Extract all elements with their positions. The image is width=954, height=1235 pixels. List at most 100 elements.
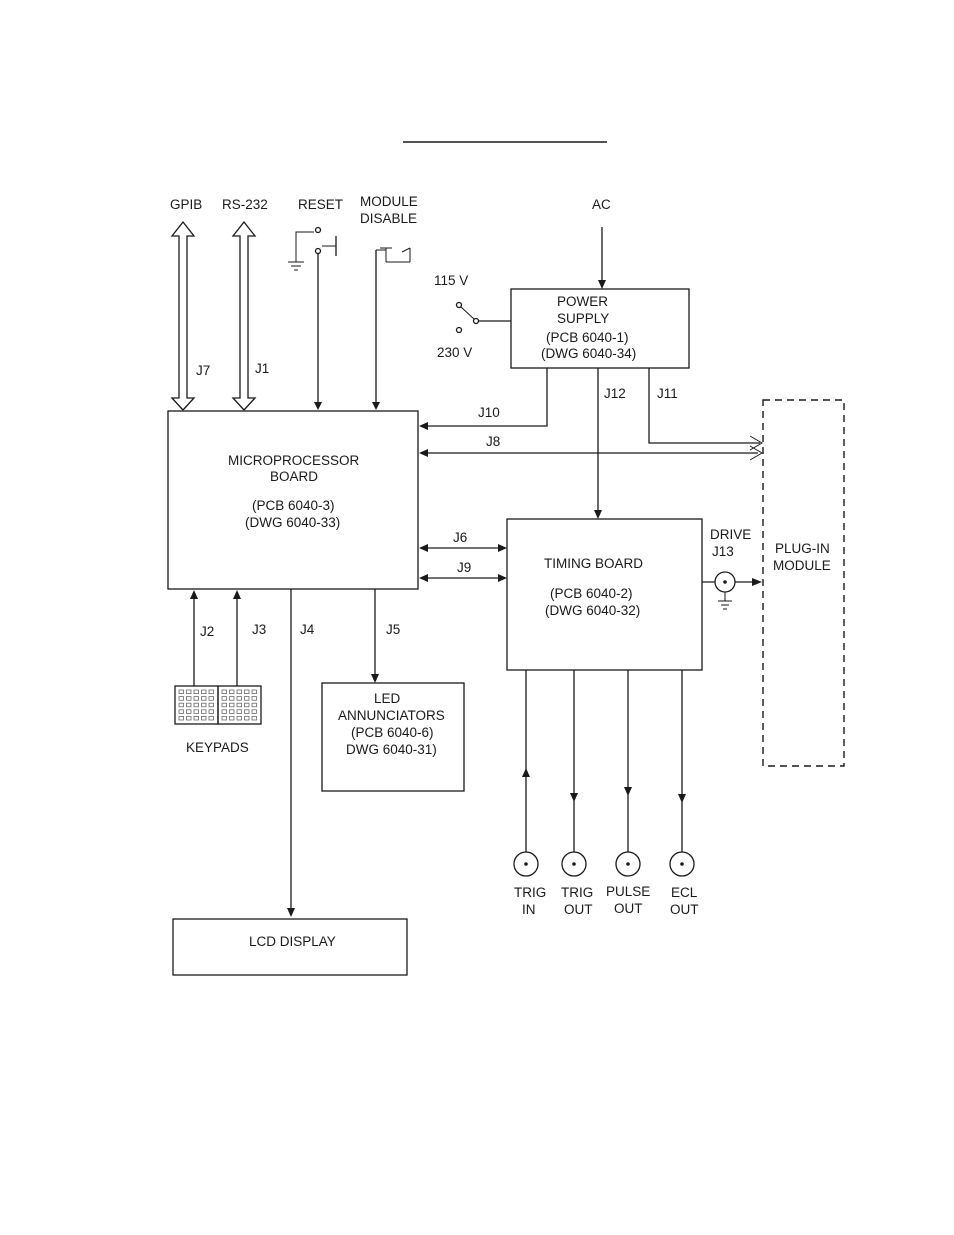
j9-label: J9 bbox=[457, 560, 471, 575]
keypad-key bbox=[186, 689, 192, 694]
reset-label: RESET bbox=[298, 197, 343, 212]
keypad-key bbox=[251, 689, 257, 694]
power-supply-box bbox=[510, 288, 690, 369]
keypad-key bbox=[178, 689, 184, 694]
keypad-key bbox=[186, 696, 192, 701]
j1-label: J1 bbox=[255, 361, 269, 376]
j8-arrow-right bbox=[749, 445, 763, 461]
v115-label: 115 V bbox=[434, 273, 468, 288]
keypad-key bbox=[186, 716, 192, 721]
keypad-key bbox=[201, 716, 207, 721]
j6-label: J6 bbox=[453, 530, 467, 545]
module-disable-label-1: MODULE bbox=[360, 194, 418, 209]
rs232-label: RS-232 bbox=[222, 197, 268, 212]
drive-label: DRIVE bbox=[710, 527, 751, 542]
trig-out-label-1: TRIG bbox=[561, 885, 593, 900]
module-disable-label-2: DISABLE bbox=[360, 211, 417, 226]
keypad-key bbox=[229, 696, 235, 701]
keypad-key bbox=[244, 709, 250, 714]
keypad-key bbox=[229, 702, 235, 708]
keypad-key bbox=[208, 689, 214, 694]
microprocessor-board-box bbox=[167, 410, 419, 590]
keypad-key bbox=[251, 709, 257, 714]
keypad-key bbox=[221, 716, 227, 721]
keypad-key bbox=[193, 702, 199, 708]
keypad-key bbox=[244, 689, 250, 694]
keypad-key bbox=[236, 689, 242, 694]
keypad-key bbox=[244, 696, 250, 701]
timing-line-3: (DWG 6040-32) bbox=[545, 603, 640, 618]
lcd-label: LCD DISPLAY bbox=[249, 934, 336, 949]
j5-label: J5 bbox=[386, 622, 400, 637]
j13-label: J13 bbox=[712, 544, 734, 559]
v230-label: 230 V bbox=[437, 345, 472, 360]
pulse-out-label-1: PULSE bbox=[606, 884, 650, 899]
reset-switch bbox=[288, 226, 337, 410]
ecl-out-label-2: OUT bbox=[670, 902, 699, 917]
j2-label: J2 bbox=[200, 624, 214, 639]
pulse-out-label-2: OUT bbox=[614, 901, 643, 916]
keypads-icon bbox=[174, 685, 262, 725]
keypad-key bbox=[244, 702, 250, 708]
plugin-module-box bbox=[762, 399, 845, 767]
keypad-key bbox=[221, 696, 227, 701]
trig-out-connector bbox=[561, 670, 587, 877]
keypad-key bbox=[251, 702, 257, 708]
keypad-key bbox=[186, 702, 192, 708]
led-annunciators-box bbox=[321, 682, 465, 792]
rs232-bus bbox=[231, 220, 257, 411]
keypad-key bbox=[178, 709, 184, 714]
j11-line bbox=[648, 368, 760, 444]
microprocessor-line-4: (DWG 6040-33) bbox=[245, 515, 340, 530]
power-supply-line-2: SUPPLY bbox=[557, 311, 609, 326]
j7-label: J7 bbox=[196, 363, 210, 378]
trig-in-label-2: IN bbox=[522, 902, 536, 917]
j8-label: J8 bbox=[486, 434, 500, 449]
pulse-out-connector bbox=[615, 670, 641, 877]
keypad-key bbox=[236, 716, 242, 721]
led-line-3: (PCB 6040-6) bbox=[351, 725, 434, 740]
keypad-key bbox=[251, 716, 257, 721]
j4-arrow bbox=[287, 908, 295, 917]
trig-in-connector bbox=[513, 670, 539, 877]
microprocessor-line-2: BOARD bbox=[270, 469, 318, 484]
j3-arrow bbox=[233, 590, 241, 599]
module-disable-switch bbox=[372, 247, 411, 410]
timing-board-box bbox=[506, 518, 703, 671]
j3-label: J3 bbox=[252, 622, 266, 637]
j12-label: J12 bbox=[604, 386, 626, 401]
j8-arrow-left bbox=[419, 449, 428, 457]
j9-arrow-left bbox=[419, 574, 428, 582]
led-line-1: LED bbox=[374, 691, 401, 706]
power-supply-line-4: (DWG 6040-34) bbox=[541, 346, 636, 361]
j10-label: J10 bbox=[478, 405, 500, 420]
j6-arrow-right bbox=[498, 544, 507, 552]
keypad-key bbox=[229, 709, 235, 714]
keypad-key bbox=[208, 716, 214, 721]
timing-line-1: TIMING BOARD bbox=[544, 556, 643, 571]
microprocessor-line-3: (PCB 6040-3) bbox=[252, 498, 335, 513]
drive-connector bbox=[702, 571, 762, 610]
keypad-key bbox=[221, 709, 227, 714]
keypad-key bbox=[229, 716, 235, 721]
keypad-key bbox=[244, 716, 250, 721]
plugin-line-1: PLUG-IN bbox=[775, 541, 830, 556]
keypad-key bbox=[208, 702, 214, 708]
led-line-2: ANNUNCIATORS bbox=[338, 708, 445, 723]
keypad-key bbox=[208, 696, 214, 701]
keypad-key bbox=[193, 689, 199, 694]
gpib-bus bbox=[170, 220, 196, 411]
j6-arrow-left bbox=[419, 544, 428, 552]
keypad-key bbox=[201, 702, 207, 708]
keypad-key bbox=[208, 709, 214, 714]
microprocessor-line-1: MICROPROCESSOR bbox=[228, 453, 360, 468]
j12-arrow bbox=[594, 510, 602, 519]
keypads-label: KEYPADS bbox=[186, 740, 249, 755]
keypad-key bbox=[251, 696, 257, 701]
ac-label: AC bbox=[592, 197, 611, 212]
keypad-key bbox=[229, 689, 235, 694]
ac-arrow bbox=[598, 280, 606, 289]
j4-label: J4 bbox=[300, 622, 315, 637]
ecl-out-label-1: ECL bbox=[671, 885, 698, 900]
